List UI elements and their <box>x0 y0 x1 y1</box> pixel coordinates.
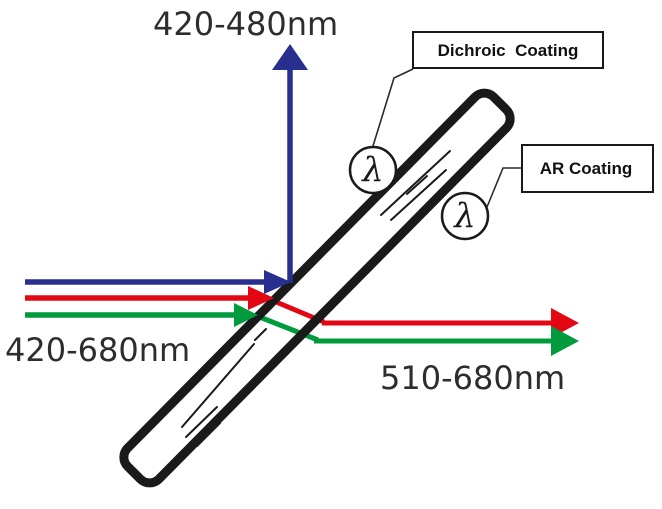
dichroic-coating-callout: λ Dichroic Coating <box>348 31 604 195</box>
hatch-line <box>406 175 428 195</box>
transmitted-band-label: 510-680nm <box>380 359 565 397</box>
refracted-ray-green <box>256 313 319 343</box>
hatch-line <box>390 169 447 221</box>
beamsplitter-substrate-fill <box>123 93 511 483</box>
lambda-icon <box>348 145 398 195</box>
transmitted-ray-green-arrowhead-icon <box>551 326 579 356</box>
ar-coating-callout: λ AR Coating <box>440 144 654 241</box>
ar-leader-line <box>486 167 522 208</box>
input-rays <box>25 270 291 327</box>
hatch-line <box>181 343 255 428</box>
lambda-symbol: λ <box>360 150 384 190</box>
transmitted-rays <box>314 308 579 356</box>
dichroic-coating-label: Dichroic Coating <box>438 41 579 60</box>
input-band-label: 420-680nm <box>5 331 190 369</box>
input-ray-blue-arrowhead-icon <box>264 270 291 294</box>
dichroic-leader-line <box>372 68 414 147</box>
ar-coating-label: AR Coating <box>540 159 633 178</box>
input-ray-green-arrowhead-icon <box>234 303 258 327</box>
beamsplitter-substrate-outline <box>119 88 515 488</box>
ar-coating-label-box <box>521 144 654 193</box>
dichroic-coating-label-box <box>412 31 604 69</box>
reflected-ray <box>272 44 308 283</box>
lambda-icon <box>440 191 490 241</box>
hatch-line <box>254 328 267 341</box>
reflected-band-label: 420-480nm <box>153 5 338 43</box>
hatch-line <box>185 406 218 438</box>
input-ray-red-arrowhead-icon <box>248 286 274 310</box>
lambda-symbol: λ <box>452 196 476 236</box>
reflected-ray-blue-arrowhead-icon <box>272 44 308 70</box>
hatch-line <box>380 150 451 216</box>
